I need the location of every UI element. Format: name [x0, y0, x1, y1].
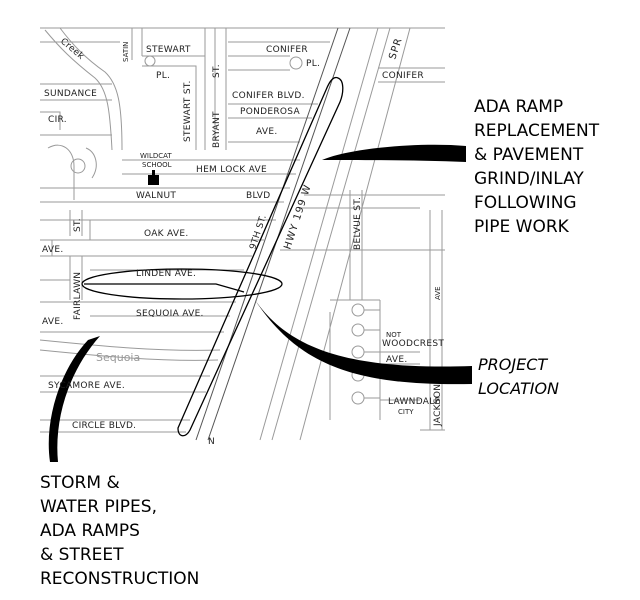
label-st-west: ST. — [73, 218, 83, 232]
label-conifer-pl-1: CONIFER — [266, 45, 308, 55]
label-conifer: CONIFER — [382, 71, 424, 81]
label-wildcat-school-1: WILDCAT — [140, 152, 172, 160]
callout-project-location: PROJECT LOCATION — [478, 355, 559, 398]
label-ave-west: AVE. — [42, 245, 64, 255]
label-ninth-st: 9TH ST. — [248, 214, 269, 251]
storm-line-2: WATER PIPES, — [40, 497, 157, 517]
label-belvue: BELVUE ST. — [353, 197, 363, 250]
label-st: ST. — [212, 64, 222, 78]
label-ave-right: AVE — [434, 286, 442, 300]
label-city: CITY — [398, 408, 414, 416]
label-jackson: JACKSON — [433, 384, 443, 427]
ada-line-2: REPLACEMENT — [474, 121, 600, 141]
callout-storm-water: STORM & WATER PIPES, ADA RAMPS & STREET … — [40, 473, 199, 589]
label-ave: AVE. — [256, 127, 278, 137]
storm-line-4: & STREET — [40, 545, 124, 565]
project-line-1: PROJECT — [478, 355, 548, 374]
label-woodcrest: WOODCREST — [382, 339, 444, 349]
label-sequoia-creek: Sequoia — [96, 351, 140, 364]
storm-line-3: ADA RAMPS — [40, 521, 140, 541]
label-ponderosa: PONDEROSA — [240, 107, 300, 117]
label-wildcat-school-2: SCHOOL — [142, 161, 172, 169]
storm-line-5: RECONSTRUCTION — [40, 569, 199, 589]
wildcat-school-marker — [148, 175, 159, 185]
label-circle: CIRCLE BLVD. — [72, 421, 136, 431]
label-bryant: BRYANT — [212, 111, 222, 148]
label-conifer-pl-2: PL. — [306, 59, 320, 69]
label-stewart-pl-2: PL. — [156, 71, 170, 81]
street-labels: Creek SATIN STEWART PL. ST. CONIFER PL. … — [42, 36, 444, 447]
ada-line-6: PIPE WORK — [474, 217, 570, 237]
label-sequoia-ave: SEQUOIA AVE. — [136, 309, 204, 319]
ada-line-5: FOLLOWING — [474, 193, 577, 213]
label-stewart-st: STEWART ST. — [183, 80, 193, 142]
label-linden: LINDEN AVE. — [136, 269, 196, 279]
label-sycamore: SYCAMORE AVE. — [48, 381, 125, 391]
label-ave-west-2: AVE. — [42, 317, 64, 327]
ada-line-3: & PAVEMENT — [474, 145, 584, 165]
label-sundance: SUNDANCE — [44, 89, 97, 99]
project-area-outline — [81, 76, 344, 437]
callout-leaders — [48, 144, 472, 462]
label-conifer-blvd: CONIFER BLVD. — [232, 91, 305, 101]
label-satinwood: SATIN — [122, 42, 130, 62]
callout-ada-ramp: ADA RAMP REPLACEMENT & PAVEMENT GRIND/IN… — [474, 97, 600, 237]
label-hemlock: HEM LOCK AVE — [196, 165, 267, 175]
label-not: NOT — [386, 331, 402, 339]
label-lawndale: LAWNDALE — [388, 397, 441, 407]
label-fairlawn: FAIRLAWN — [73, 272, 83, 320]
storm-line-1: STORM & — [40, 473, 120, 493]
ada-line-4: GRIND/INLAY — [474, 169, 584, 189]
project-line-2: LOCATION — [478, 379, 559, 398]
label-cir: CIR. — [48, 115, 67, 125]
label-n: N — [208, 437, 215, 447]
label-blvd: BLVD — [246, 191, 271, 201]
label-oak: OAK AVE. — [144, 229, 189, 239]
label-stewart-pl-1: STEWART — [146, 45, 191, 55]
label-walnut: WALNUT — [136, 191, 176, 201]
label-ave-woodcrest: AVE. — [386, 355, 408, 365]
ada-line-1: ADA RAMP — [474, 97, 563, 117]
